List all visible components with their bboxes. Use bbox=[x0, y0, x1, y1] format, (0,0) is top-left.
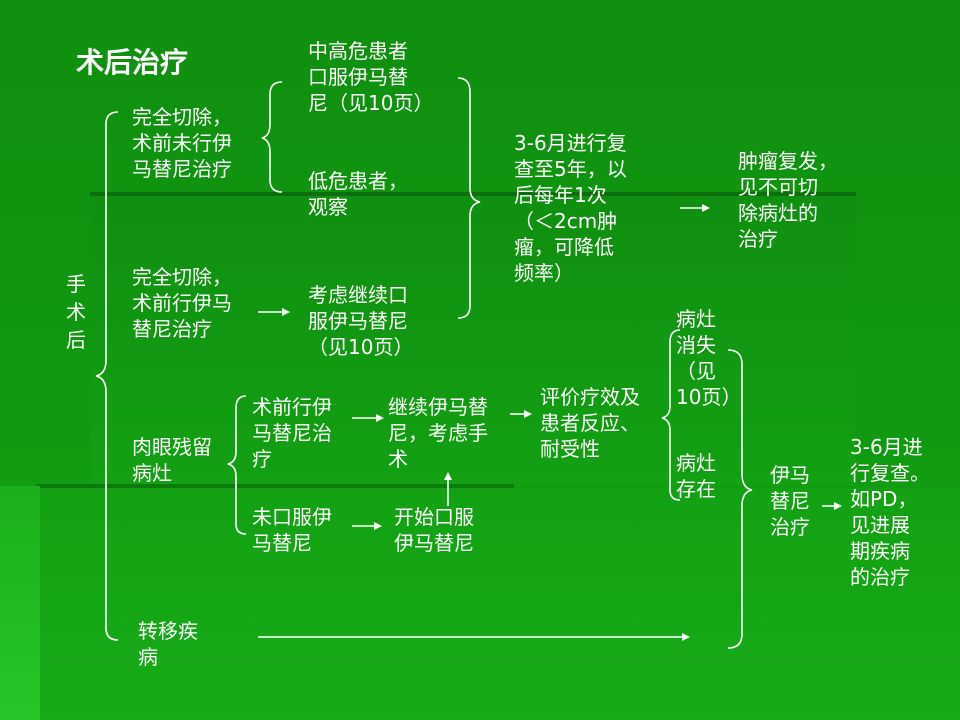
background-panel-left bbox=[0, 486, 40, 720]
branch1-low-risk: 低危患者， 观察 bbox=[308, 169, 408, 219]
arrow-imatinib-head bbox=[834, 502, 842, 510]
side-label: 手 术 后 bbox=[66, 272, 86, 352]
branch1-high-risk: 中高危患者 口服伊马替 尼（见10页） bbox=[308, 39, 434, 115]
branch3-start-imatinib: 开始口服 伊马替尼 bbox=[394, 505, 474, 555]
background-panel-bottom bbox=[40, 488, 960, 720]
arrow-branch3a-head bbox=[376, 414, 384, 422]
background-panel-mid bbox=[90, 196, 856, 486]
imatinib-brace bbox=[727, 349, 753, 649]
arrow-branch2-head bbox=[282, 308, 290, 316]
branch1-brace bbox=[261, 81, 283, 193]
page-title: 术后治疗 bbox=[76, 46, 189, 79]
arrow-metastatic-head bbox=[682, 633, 690, 641]
lesion-remain-text: 病灶 存在 bbox=[676, 451, 716, 501]
lesion-brace bbox=[661, 329, 681, 501]
branch3-brace bbox=[227, 395, 247, 535]
arrow-branch3b-head bbox=[374, 522, 382, 530]
branch4-label: 转移疾 病 bbox=[138, 619, 198, 669]
branch2-label: 完全切除， 术前行伊马 替尼治疗 bbox=[132, 265, 232, 341]
followup-text: 3-6月进行复 查至5年，以 后每年1次 （＜2cm肿 瘤，可降低 频率） bbox=[514, 131, 627, 285]
branch3-label: 肉眼残留 病灶 bbox=[132, 435, 212, 485]
background-band-lower bbox=[36, 484, 514, 488]
main-brace bbox=[95, 111, 119, 641]
background-band-upper bbox=[90, 192, 856, 196]
arrow-up-head bbox=[444, 472, 452, 480]
branch3-continue-imatinib: 继续伊马替 尼，考虑手 术 bbox=[388, 395, 488, 471]
evaluate-text: 评价疗效及 患者反应、 耐受性 bbox=[540, 385, 640, 461]
followup-brace bbox=[457, 77, 481, 319]
arrow-evaluate-head bbox=[524, 410, 532, 418]
lesion-gone-text: 病灶 消失 （见 10页） bbox=[676, 307, 742, 409]
recurrence-text: 肿瘤复发， 见不可切 除病灶的 治疗 bbox=[738, 149, 838, 251]
arrow-recurrence-head bbox=[702, 204, 710, 212]
final-followup-text: 3-6月进 行复查。 如PD， 见进展 期疾病 的治疗 bbox=[850, 435, 930, 589]
branch3-preop-imatinib: 术前行伊 马替尼治 疗 bbox=[252, 395, 332, 471]
branch1-label: 完全切除， 术前未行伊 马替尼治疗 bbox=[132, 105, 232, 181]
imatinib-treatment-text: 伊马 替尼 治疗 bbox=[770, 463, 810, 539]
branch2-next: 考虑继续口 服伊马替尼 （见10页） bbox=[308, 283, 414, 359]
branch3-no-imatinib: 未口服伊 马替尼 bbox=[252, 505, 332, 555]
